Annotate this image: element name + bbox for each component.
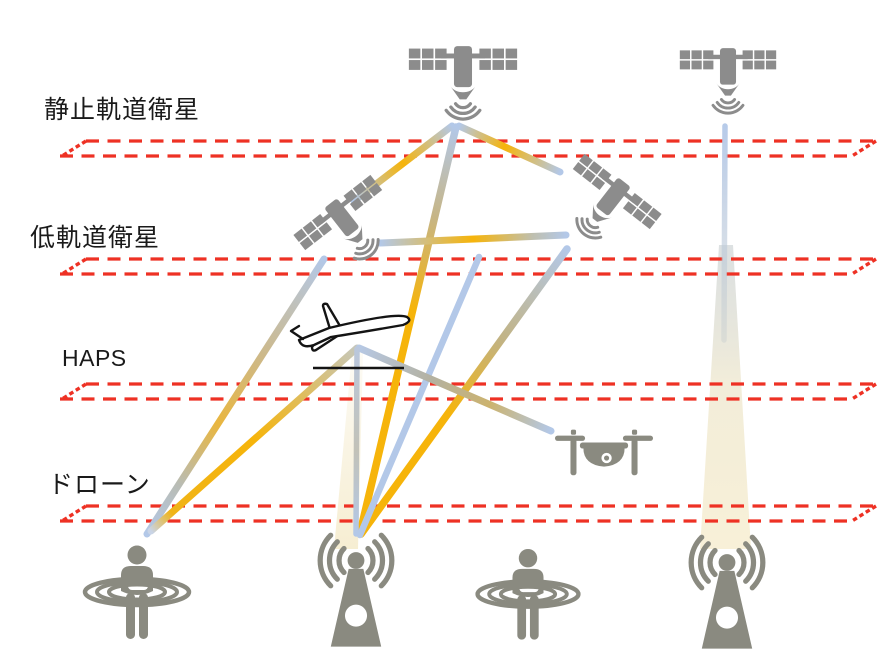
layer-label-leo: 低軌道衛星 <box>30 224 161 252</box>
layer-label-haps: HAPS <box>62 345 127 371</box>
antenna-tower-icon-right <box>691 537 763 648</box>
link-geo-right-downlink <box>721 123 728 343</box>
link-geo-to-leo-left <box>350 122 456 205</box>
link-haps-to-user <box>147 344 361 535</box>
person-coverage-icon-left <box>85 546 189 640</box>
link-leo-left-to-user <box>143 255 328 538</box>
link-leo-mid-to-ground-station <box>356 253 483 539</box>
altitude-plane-leo <box>60 257 877 276</box>
satellite-icon-leo-left <box>290 171 412 287</box>
link-haps-to-ground-station <box>353 346 360 537</box>
satellite-icon-geo-center <box>407 44 519 121</box>
satellite-icon-leo-right <box>543 150 665 266</box>
layer-label-drone: ドローン <box>48 471 151 499</box>
beam-geo-right-to-ground-station <box>700 245 751 549</box>
drone-icon <box>554 429 654 476</box>
link-lines <box>143 122 728 539</box>
link-haps-to-drone <box>355 344 555 435</box>
altitude-plane-drone <box>60 504 877 523</box>
satellite-icon-geo-right <box>678 46 778 115</box>
link-geo-to-leo-right <box>455 122 564 176</box>
person-coverage-icon-right <box>478 549 579 640</box>
antenna-tower-icon-left <box>320 535 392 646</box>
altitude-plane-geo <box>60 139 877 158</box>
airplane-icon <box>289 302 411 370</box>
link-leo-to-leo <box>376 231 570 247</box>
layer-label-geo: 静止軌道衛星 <box>44 96 201 124</box>
link-geo-to-ground-station <box>356 123 460 537</box>
